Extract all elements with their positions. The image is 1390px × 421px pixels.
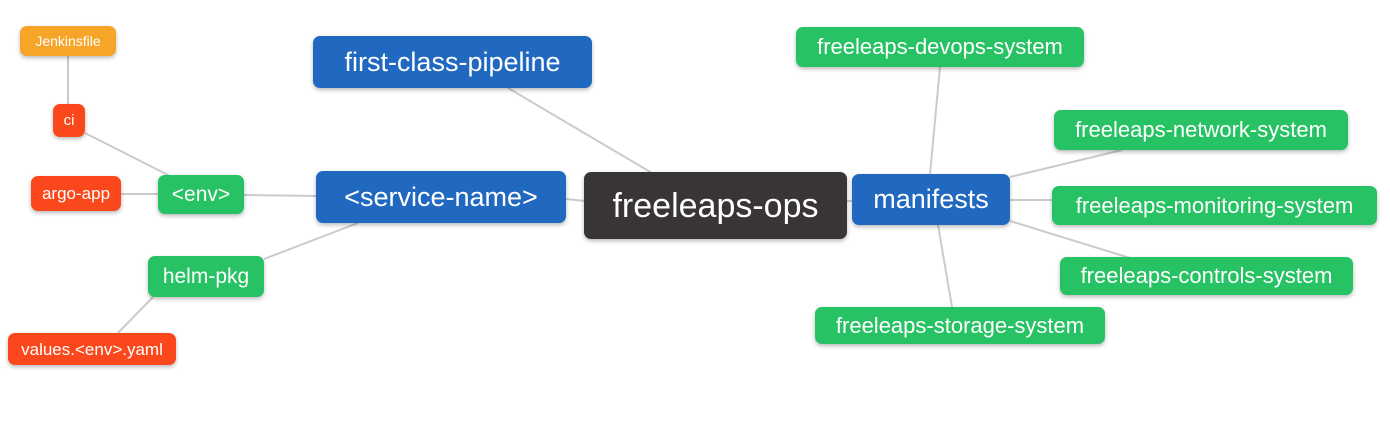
node-argo-app[interactable]: argo-app (31, 176, 121, 211)
edge-first-class-pipeline--freeleaps-ops (507, 87, 653, 174)
node-env[interactable]: <env> (158, 175, 244, 214)
node-freeleaps-devops-system[interactable]: freeleaps-devops-system (796, 27, 1084, 67)
edge-env--service-name (243, 194, 317, 197)
edge-service-name--freeleaps-ops (565, 198, 586, 202)
node-values-env-yaml[interactable]: values.<env>.yaml (8, 333, 176, 365)
node-freeleaps-ops[interactable]: freeleaps-ops (584, 172, 847, 239)
node-helm-pkg[interactable]: helm-pkg (148, 256, 264, 297)
node-manifests[interactable]: manifests (852, 174, 1010, 225)
node-freeleaps-storage-system[interactable]: freeleaps-storage-system (815, 307, 1105, 344)
node-freeleaps-network-system[interactable]: freeleaps-network-system (1054, 110, 1348, 150)
edge-ci--env (84, 132, 171, 177)
edge-manifests--freeleaps-network-system (1009, 149, 1123, 178)
node-service-name[interactable]: <service-name> (316, 171, 566, 223)
node-jenkinsfile[interactable]: Jenkinsfile (20, 26, 116, 56)
edge-manifests--freeleaps-controls-system (1009, 220, 1131, 259)
edge-values-env-yaml--helm-pkg (117, 296, 154, 334)
edge-freeleaps-devops-system--manifests (929, 66, 941, 175)
edge-manifests--freeleaps-storage-system (937, 224, 953, 308)
edge-helm-pkg--service-name (263, 222, 359, 260)
node-freeleaps-monitoring-system[interactable]: freeleaps-monitoring-system (1052, 186, 1377, 225)
node-ci[interactable]: ci (53, 104, 85, 137)
node-freeleaps-controls-system[interactable]: freeleaps-controls-system (1060, 257, 1353, 295)
node-first-class-pipeline[interactable]: first-class-pipeline (313, 36, 592, 88)
